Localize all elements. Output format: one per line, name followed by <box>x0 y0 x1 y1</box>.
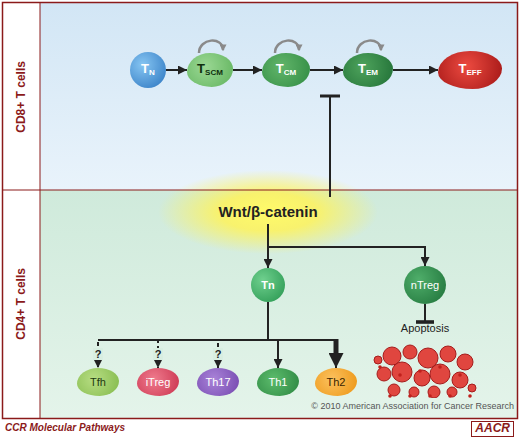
edge-label: ? <box>153 348 164 361</box>
treg-cell: nTreg <box>404 266 446 304</box>
apoptotic-body <box>428 386 440 398</box>
cell-label: nTreg <box>411 279 439 292</box>
pathway-label: Wnt/β-catenin <box>212 200 324 224</box>
arrow-connector <box>310 69 343 71</box>
arrow-connector <box>393 69 438 71</box>
arrow-connector <box>158 302 268 368</box>
strip-divider <box>40 3 41 418</box>
group-label: CD4+ T cells <box>15 268 29 340</box>
debris-dot <box>458 373 462 377</box>
apoptotic-body <box>457 354 473 370</box>
stem-memory-cell: TSCM <box>187 53 233 87</box>
cell-label: TEFF <box>458 62 481 78</box>
helper-cell: Th17 <box>197 368 239 396</box>
apoptosis-cluster: Apoptosis <box>370 322 480 398</box>
apoptotic-body <box>377 367 391 381</box>
apoptotic-body <box>409 387 419 397</box>
helper-cell: iTreg <box>137 368 179 396</box>
thick-arrow-shaft <box>334 339 339 356</box>
arrow-connector <box>166 69 187 71</box>
cd8-band: CD8+ T cells TN TSCM TCM TEM TEFF <box>3 3 518 190</box>
debris-dot <box>468 394 472 398</box>
group-label: CD8+ T cells <box>15 61 29 133</box>
arrow-connector <box>268 224 425 266</box>
self-renewal-arrow <box>357 41 381 53</box>
cell-label: Wnt/β-catenin <box>218 203 317 220</box>
trunk-line <box>98 302 336 340</box>
arrow-connector <box>218 302 268 368</box>
cell-label: TCM <box>276 62 296 78</box>
copyright-note: © 2010 American Association for Cancer R… <box>311 401 514 411</box>
arrow-connector <box>98 302 268 368</box>
helper-cell: Th2 <box>315 368 357 396</box>
publisher-logo: AACR <box>471 421 514 437</box>
debris-dot <box>388 394 392 398</box>
apoptotic-body <box>452 372 468 388</box>
inhibition-line <box>329 96 331 197</box>
debris-dot <box>428 394 432 398</box>
apoptotic-body <box>440 346 456 362</box>
effector-memory-cell: TEM <box>343 53 393 87</box>
helper-cell: Th1 <box>257 368 299 396</box>
debris-dot <box>408 394 412 398</box>
arrow-connector <box>268 302 278 368</box>
central-memory-cell: TCM <box>262 53 310 87</box>
apoptotic-body <box>430 364 450 384</box>
cell-label: TEM <box>358 62 378 78</box>
apoptotic-body <box>414 370 430 386</box>
effector-cell: TEFF <box>438 51 502 89</box>
debris-dot <box>398 373 402 377</box>
debris-dot <box>418 369 422 373</box>
edge-label: ? <box>93 348 104 361</box>
self-renewal-arrow <box>275 41 299 53</box>
apoptotic-body <box>447 387 457 397</box>
arrow-connector <box>233 69 262 71</box>
naive-cell: TN <box>130 52 166 88</box>
cell-label: Apoptosis <box>399 322 451 335</box>
cell-label: Th1 <box>269 376 288 389</box>
naive-cd4-cell: Tn <box>251 268 285 302</box>
cell-label: Tfh <box>90 376 106 389</box>
cell-label: Th17 <box>205 376 230 389</box>
apoptotic-body <box>388 384 400 396</box>
cell-label: Th2 <box>327 376 346 389</box>
cell-label: iTreg <box>146 376 171 389</box>
debris-dot <box>438 365 442 369</box>
edge-label: ? <box>213 348 224 361</box>
cell-label: Tn <box>261 279 274 292</box>
inhibition-bar <box>320 95 340 98</box>
apoptotic-body <box>392 362 412 382</box>
cell-label: TN <box>141 62 155 78</box>
band-divider <box>3 190 518 191</box>
self-renewal-arrow <box>199 41 223 53</box>
apoptotic-body <box>468 384 476 392</box>
inhibition-connector <box>424 304 426 322</box>
arrow-connector <box>268 302 336 368</box>
debris-dot <box>448 394 452 398</box>
panel-border <box>3 3 518 419</box>
apoptotic-body <box>374 356 382 364</box>
apoptotic-body <box>403 345 417 359</box>
journal-section: CCR Molecular Pathways <box>5 422 125 434</box>
debris-dot <box>378 365 382 369</box>
helper-cell: Tfh <box>77 368 119 396</box>
cell-label: TSCM <box>197 62 223 78</box>
